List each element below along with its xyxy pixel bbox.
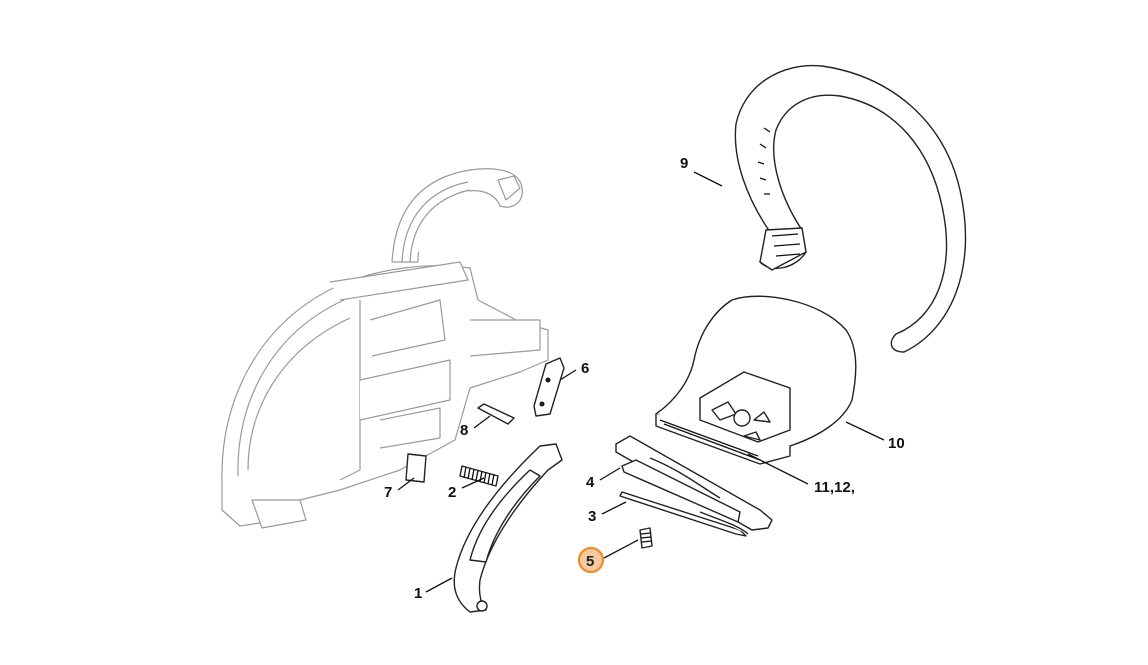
callout-7[interactable]: 7 — [384, 484, 392, 501]
callout-2[interactable]: 2 — [448, 484, 456, 501]
part-3-rod — [619, 491, 749, 537]
leader-lines — [397, 171, 885, 593]
leader-8 — [473, 415, 491, 429]
part-2-spring — [459, 465, 499, 487]
leader-1 — [425, 577, 453, 593]
leader-3 — [601, 501, 627, 515]
leader-4 — [599, 467, 621, 481]
callout-4[interactable]: 4 — [586, 474, 595, 491]
housing-drawing — [221, 168, 549, 529]
leader-11 — [747, 453, 809, 485]
leader-9 — [693, 171, 723, 187]
part-9-hoop — [734, 64, 967, 353]
callout-5[interactable]: 5 — [586, 553, 594, 570]
callout-1[interactable]: 1 — [414, 585, 422, 602]
leader-2 — [461, 477, 485, 489]
callout-10[interactable]: 10 — [888, 435, 905, 452]
leader-10 — [845, 421, 885, 441]
part-1-lever — [453, 443, 563, 613]
leader-5 — [603, 539, 639, 559]
callout-5-highlight-marker — [577, 546, 605, 574]
part-6-clip — [533, 357, 565, 417]
part-8-bar — [477, 403, 515, 425]
leader-6 — [559, 369, 577, 381]
part-10-shield — [655, 295, 857, 465]
callout-labels: 1 2 3 4 5 6 7 8 9 10 11,12, — [384, 155, 905, 602]
part-7-pad — [405, 453, 427, 483]
part-5-pin — [639, 527, 653, 549]
callout-9[interactable]: 9 — [680, 155, 688, 172]
callout-8[interactable]: 8 — [460, 422, 468, 439]
leader-7 — [397, 477, 415, 491]
part-4-trigger — [615, 435, 773, 531]
callout-6[interactable]: 6 — [581, 360, 589, 377]
callout-3[interactable]: 3 — [588, 508, 596, 525]
callout-11-12[interactable]: 11,12, — [814, 479, 855, 496]
